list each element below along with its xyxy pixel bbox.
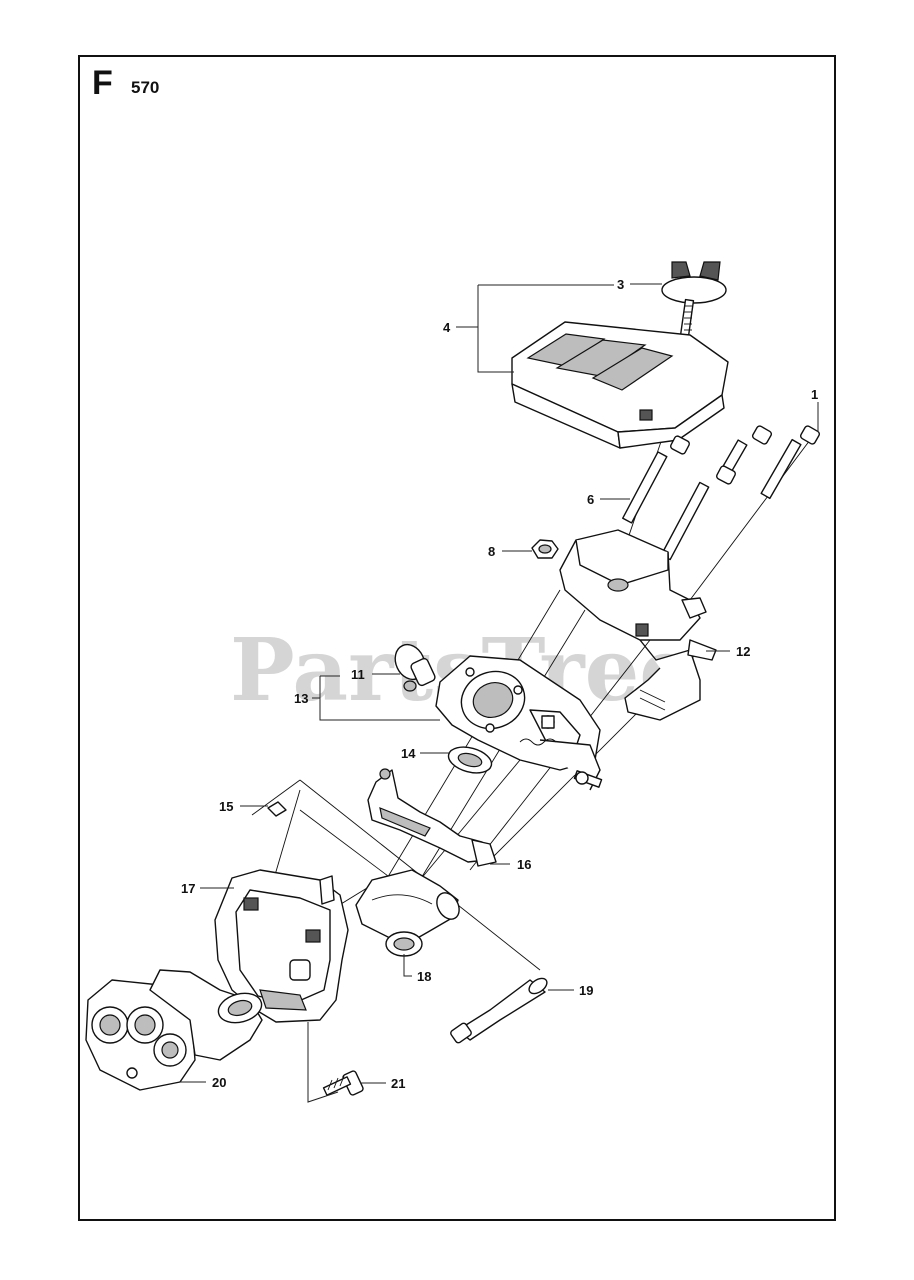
section-letter: F (92, 64, 113, 102)
callout-labels: 1 3 4 6 8 11 12 13 14 15 16 17 18 19 20 … (181, 277, 818, 1091)
part-6-bolt-c (622, 435, 690, 524)
part-21-screw (322, 1070, 364, 1096)
callout-21: 21 (391, 1076, 405, 1091)
part-6-bolt-b (660, 465, 736, 561)
callout-11: 11 (351, 667, 365, 682)
callout-12: 12 (736, 644, 750, 659)
callout-18: 18 (417, 969, 431, 984)
callout-19: 19 (579, 983, 593, 998)
part-19-fuel-hose (450, 977, 548, 1044)
part-12-carburetor-holder (559, 529, 717, 721)
callout-1: 1 (811, 387, 818, 402)
part-1-bolt (760, 425, 821, 500)
callout-20: 20 (212, 1075, 226, 1090)
callout-16: 16 (517, 857, 531, 872)
part-17-manifold-plate (214, 869, 349, 1023)
part-14-gasket (447, 746, 493, 774)
part-18-intake-elbow (355, 869, 460, 957)
callout-3: 3 (617, 277, 624, 292)
callout-leaders (180, 283, 819, 1103)
callout-13: 13 (294, 691, 308, 706)
part-13-carburetor (435, 655, 603, 791)
callout-14: 14 (401, 746, 416, 761)
part-16-bracket (367, 768, 497, 867)
callout-17: 17 (181, 881, 195, 896)
part-4-air-filter (511, 321, 729, 449)
callout-6: 6 (587, 492, 594, 507)
callout-4: 4 (443, 320, 451, 335)
part-15-washer (267, 801, 287, 817)
part-20-intake-boot (85, 969, 263, 1091)
part-11-primer (394, 643, 436, 692)
model-number: 570 (131, 78, 160, 97)
part-8-nut (531, 539, 559, 559)
part-3-filter-knob (661, 261, 727, 340)
callout-15: 15 (219, 799, 233, 814)
diagram-frame (78, 55, 836, 1221)
callout-8: 8 (488, 544, 495, 559)
